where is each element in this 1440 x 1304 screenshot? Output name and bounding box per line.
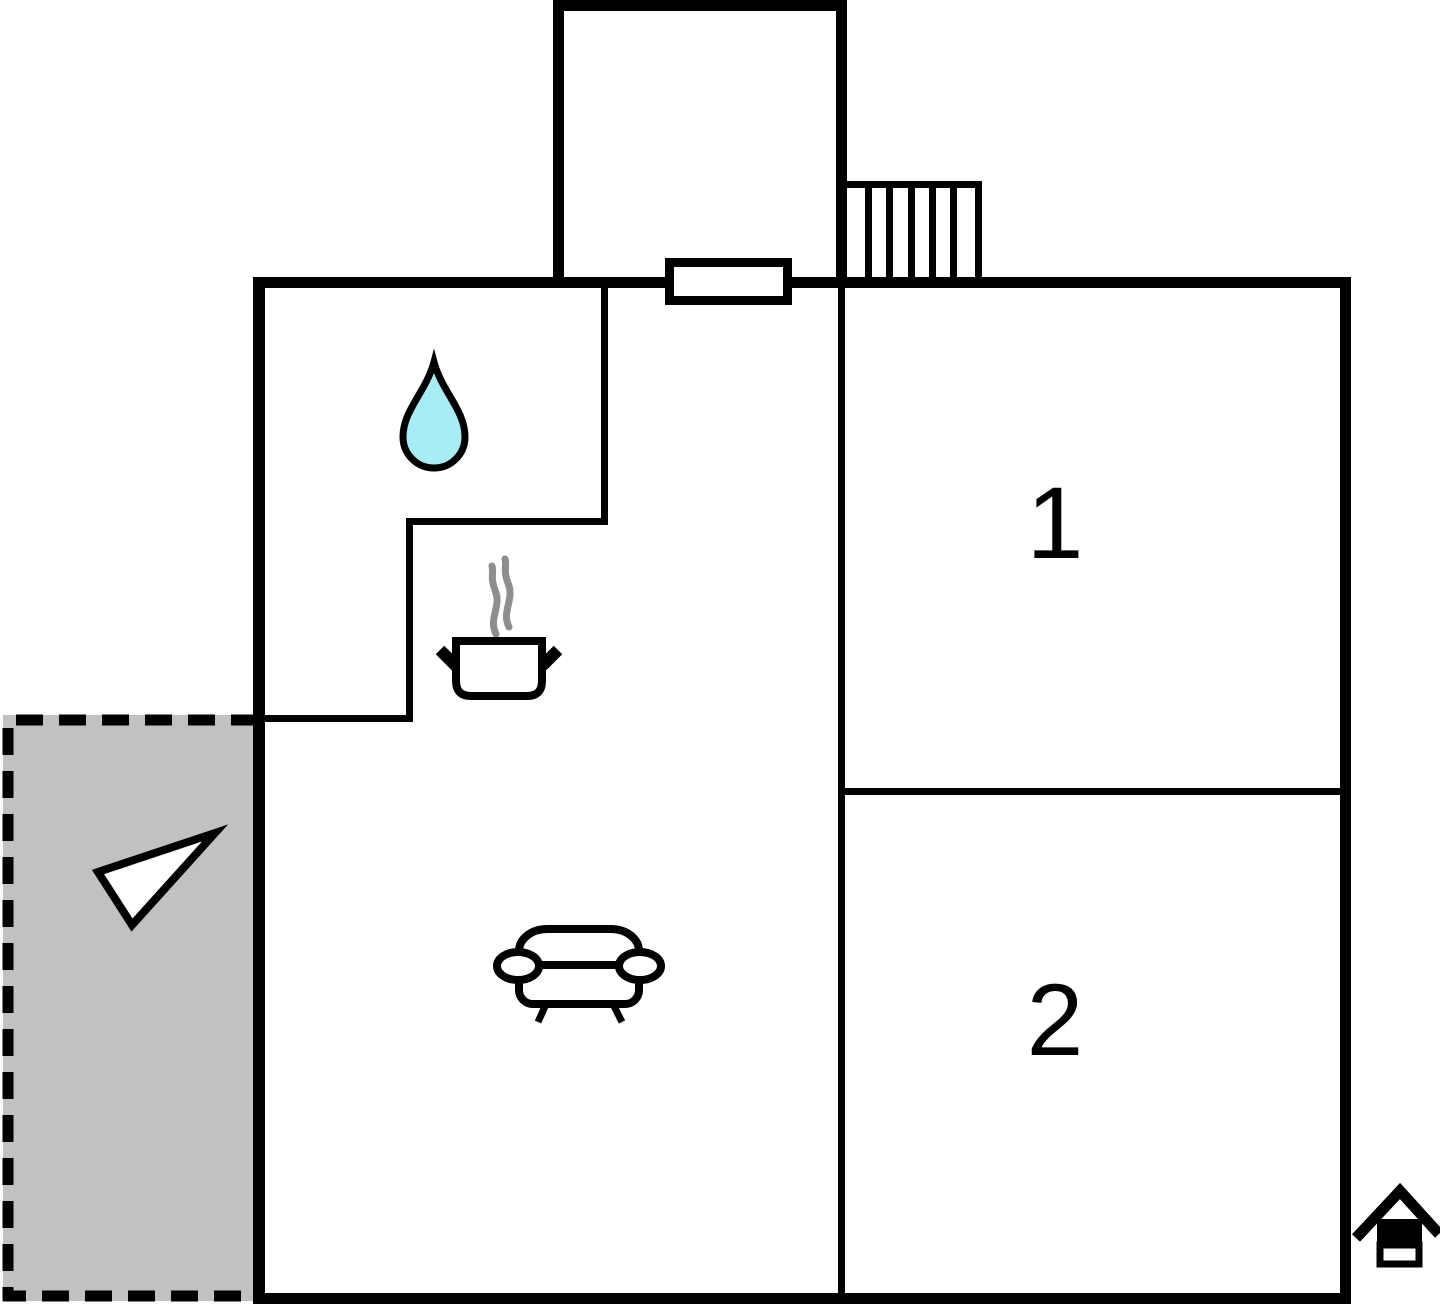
stairs-step [908, 188, 915, 288]
stairs-step [950, 188, 957, 288]
room-2-label: 2 [1026, 963, 1084, 1077]
stairs-top-edge [847, 181, 982, 188]
sofa-armrest-left [493, 948, 543, 984]
entrance-right-wall [836, 0, 847, 280]
steam-icon [488, 555, 514, 638]
sofa-seat [515, 961, 643, 1008]
house-logo-roof [1351, 1182, 1440, 1242]
steam-line [501, 555, 514, 631]
kitchen-left-wall [406, 518, 413, 722]
stairs-step [929, 188, 936, 288]
terrace-area [3, 715, 253, 1301]
house-logo-icon [1351, 1182, 1440, 1268]
outer-bottom-wall [253, 1293, 1351, 1304]
steam-line [488, 562, 501, 638]
kitchen-bottom-wall [253, 715, 413, 722]
house-logo-body [1377, 1219, 1422, 1245]
room-1-label: 1 [1026, 466, 1084, 580]
rooms-divider-wall [845, 788, 1340, 795]
terrace-arrow-icon [91, 824, 229, 932]
sofa-armrest-right [615, 948, 665, 984]
stairs-icon [847, 181, 982, 288]
outer-right-wall [1340, 277, 1351, 1304]
stairs-right-edge [975, 181, 982, 288]
water-drop-icon [399, 348, 469, 472]
kitchen-jog-wall [406, 518, 608, 525]
cooking-pot-icon [435, 637, 563, 700]
sofa-icon [493, 925, 665, 1024]
kitchen-right-wall [601, 288, 608, 525]
rooms-left-wall [838, 288, 845, 1293]
house-logo-door [1376, 1241, 1423, 1268]
terrace-dashed-border [2, 714, 258, 1302]
pot-body [452, 637, 546, 700]
stairs-step [865, 188, 872, 288]
door-icon [665, 258, 792, 305]
stairs-step [886, 188, 893, 288]
entrance-top-wall [553, 0, 847, 11]
outer-left-wall [253, 277, 265, 1304]
entrance-left-wall [553, 0, 564, 280]
